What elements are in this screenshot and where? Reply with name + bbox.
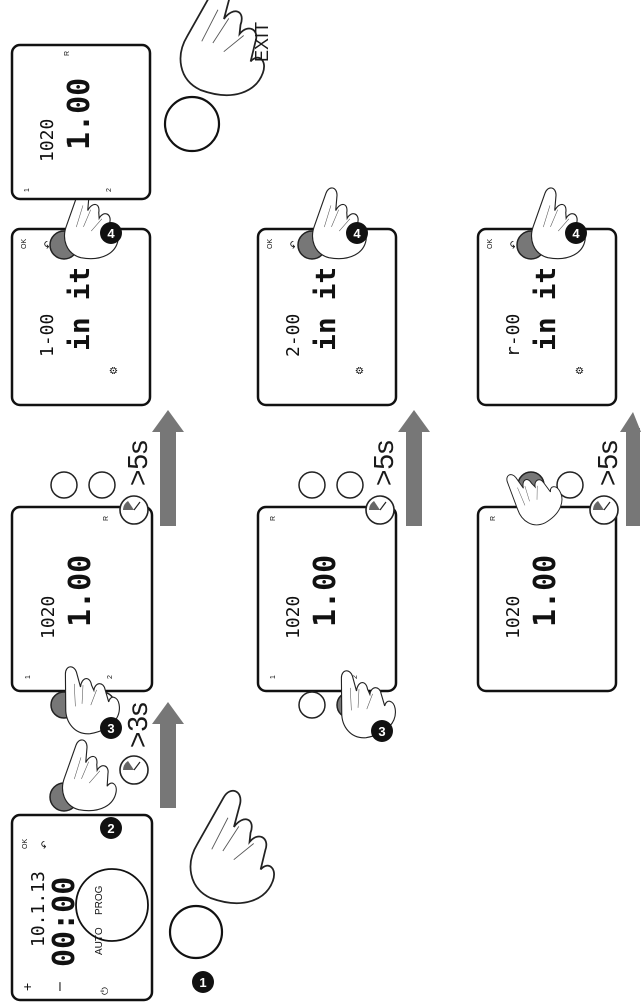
lcd-standard-screen-top: 1020 1.00 1 2 R xyxy=(12,45,150,199)
svg-text:>5s: >5s xyxy=(368,440,399,486)
exit-knob[interactable] xyxy=(165,97,219,151)
svg-text:in it: in it xyxy=(529,267,562,351)
svg-text:1: 1 xyxy=(24,188,31,192)
svg-text:1020: 1020 xyxy=(37,119,58,162)
svg-text:1020: 1020 xyxy=(38,596,59,639)
svg-text:4: 4 xyxy=(107,226,115,241)
svg-text:OK: OK xyxy=(267,239,274,249)
svg-text:>5s: >5s xyxy=(122,440,153,486)
svg-text:1020: 1020 xyxy=(283,596,304,639)
svg-text:OK: OK xyxy=(487,239,494,249)
timer-5s-row2: >5s xyxy=(366,410,430,526)
svg-text:1.00: 1.00 xyxy=(63,555,98,627)
back-arrow-icon: ↶ xyxy=(40,841,51,849)
ok-label: OK xyxy=(22,839,29,849)
lcd-standard-screen-3: 1020 1.00 R xyxy=(478,507,616,691)
hand-press-step-1: 1 xyxy=(170,785,297,993)
gear-icon: ⚙ xyxy=(575,366,586,375)
timer-5s-row3: >5s xyxy=(590,412,641,526)
reset-key-a-2[interactable] xyxy=(299,472,325,498)
arrow-head-3s xyxy=(152,702,184,724)
svg-text:1: 1 xyxy=(25,675,32,679)
svg-text:1020: 1020 xyxy=(503,596,524,639)
reset-key-a-1[interactable] xyxy=(51,472,77,498)
exit-press: EXIT xyxy=(165,0,287,151)
svg-text:3: 3 xyxy=(378,724,385,739)
lcd-main-screen: 10.1.13 00:00 AUTO PROG OK + – ⏻ ↶ xyxy=(12,815,152,1000)
svg-text:R: R xyxy=(64,51,71,56)
svg-text:2: 2 xyxy=(107,675,114,679)
timer-3s-label: >3s xyxy=(122,702,153,748)
svg-text:4: 4 xyxy=(572,226,580,241)
svg-text:OK: OK xyxy=(21,239,28,249)
selector-knob xyxy=(170,906,222,958)
minus-sign: – xyxy=(51,982,68,991)
svg-text:in it: in it xyxy=(309,267,342,351)
svg-text:1.00: 1.00 xyxy=(528,555,563,627)
power-icon: ⏻ xyxy=(100,987,111,995)
svg-text:1-00: 1-00 xyxy=(37,314,58,357)
lcd-standard-screen-1: 1020 1.00 1 2 R xyxy=(12,507,152,691)
svg-text:2: 2 xyxy=(107,821,114,836)
left-key-2[interactable] xyxy=(299,692,325,718)
svg-text:R: R xyxy=(103,516,110,521)
svg-text:>5s: >5s xyxy=(592,440,623,486)
svg-text:2: 2 xyxy=(106,188,113,192)
reset-key-b-1[interactable] xyxy=(89,472,115,498)
plus-sign: + xyxy=(19,983,35,991)
timer-5s-row1: >5s xyxy=(120,410,184,526)
svg-text:in it: in it xyxy=(63,267,96,351)
svg-text:1.00: 1.00 xyxy=(308,555,343,627)
svg-text:1: 1 xyxy=(199,975,206,990)
svg-text:R: R xyxy=(490,516,497,521)
svg-text:1: 1 xyxy=(270,675,277,679)
date-readout: 10.1.13 xyxy=(28,871,49,947)
gear-icon: ⚙ xyxy=(355,366,366,375)
timer-3s: >3s xyxy=(120,702,184,808)
arrow-shaft-3s xyxy=(160,720,176,808)
svg-text:4: 4 xyxy=(353,226,361,241)
svg-text:r-00: r-00 xyxy=(503,314,524,357)
svg-text:R: R xyxy=(270,516,277,521)
auto-mode-label: AUTO xyxy=(94,927,105,955)
exit-label: EXIT xyxy=(252,22,272,62)
time-readout: 00:00 xyxy=(47,877,82,967)
gear-icon: ⚙ xyxy=(109,366,120,375)
svg-text:2-00: 2-00 xyxy=(283,314,304,357)
svg-text:3: 3 xyxy=(107,721,114,736)
prog-mode-label: PROG xyxy=(94,885,105,915)
svg-text:1.00: 1.00 xyxy=(62,78,97,150)
reset-key-b-2[interactable] xyxy=(337,472,363,498)
lcd-standard-screen-2: 1020 1.00 1 2 R xyxy=(258,507,396,691)
